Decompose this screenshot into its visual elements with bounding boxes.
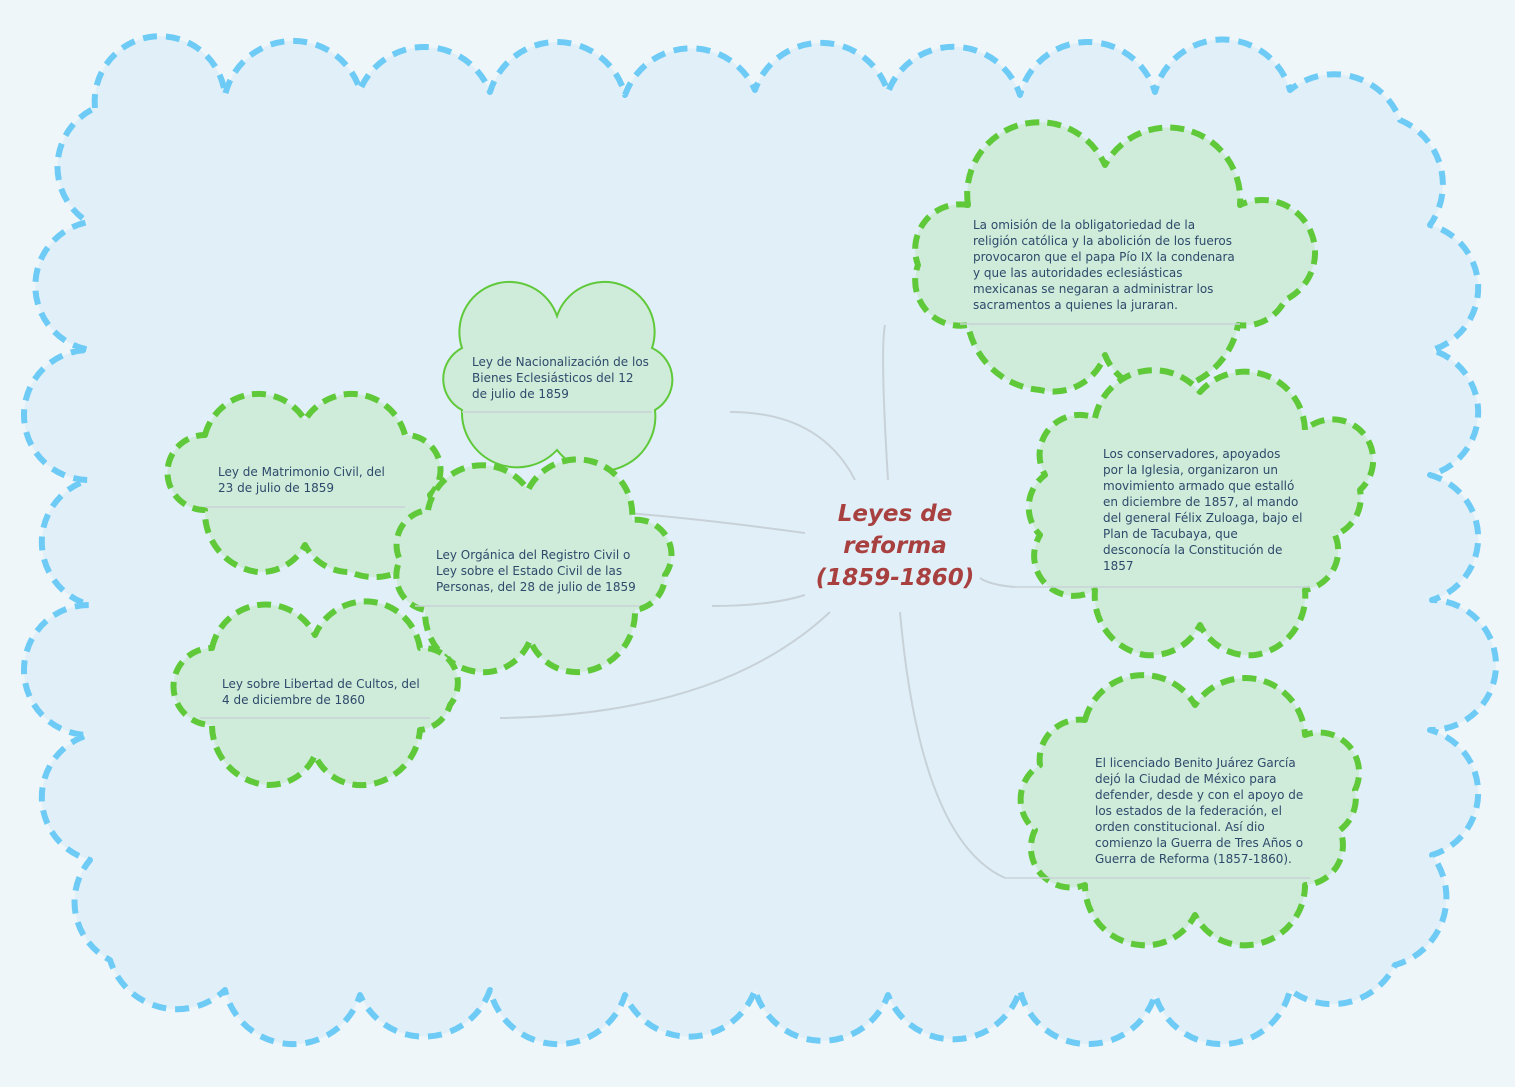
topic-ley-matrimonio-civil[interactable]: Ley de Matrimonio Civil, del 23 de julio…	[218, 465, 385, 495]
topic-benito-juarez[interactable]: El licenciado Benito Juárez García dejó …	[1095, 756, 1304, 866]
node-cloud-registro	[393, 456, 675, 676]
connector-omision	[882, 324, 889, 481]
node-cloud-nacionalizacion	[442, 280, 674, 473]
node-cloud-matrimonio	[164, 390, 444, 581]
connector-juarez	[899, 611, 1006, 879]
topic-ley-nacionalizacion[interactable]: Ley de Nacionalización de los Bienes Ecl…	[472, 355, 649, 401]
topic-ley-registro-civil[interactable]: Ley Orgánica del Registro Civil o Ley so…	[436, 548, 636, 594]
central-topic[interactable]: Leyes de reforma (1859-1860)	[815, 501, 975, 591]
connector-libertad	[499, 611, 831, 719]
topic-omision-religion[interactable]: La omisión de la obligatoriedad de la re…	[973, 218, 1235, 312]
node-cloud-omision	[912, 119, 1319, 395]
node-cloud-libertad	[170, 598, 461, 789]
topic-conservadores[interactable]: Los conservadores, apoyados por la Igles…	[1103, 447, 1303, 573]
node-cloud-conservadores	[1015, 367, 1377, 659]
topic-ley-libertad-cultos[interactable]: Ley sobre Libertad de Cultos, del 4 de d…	[222, 677, 420, 707]
node-cloud-juarez	[1005, 672, 1363, 949]
connector-registro	[711, 594, 806, 607]
connector-nacionalizacion	[729, 411, 856, 481]
connector-conservadores	[979, 577, 1016, 588]
